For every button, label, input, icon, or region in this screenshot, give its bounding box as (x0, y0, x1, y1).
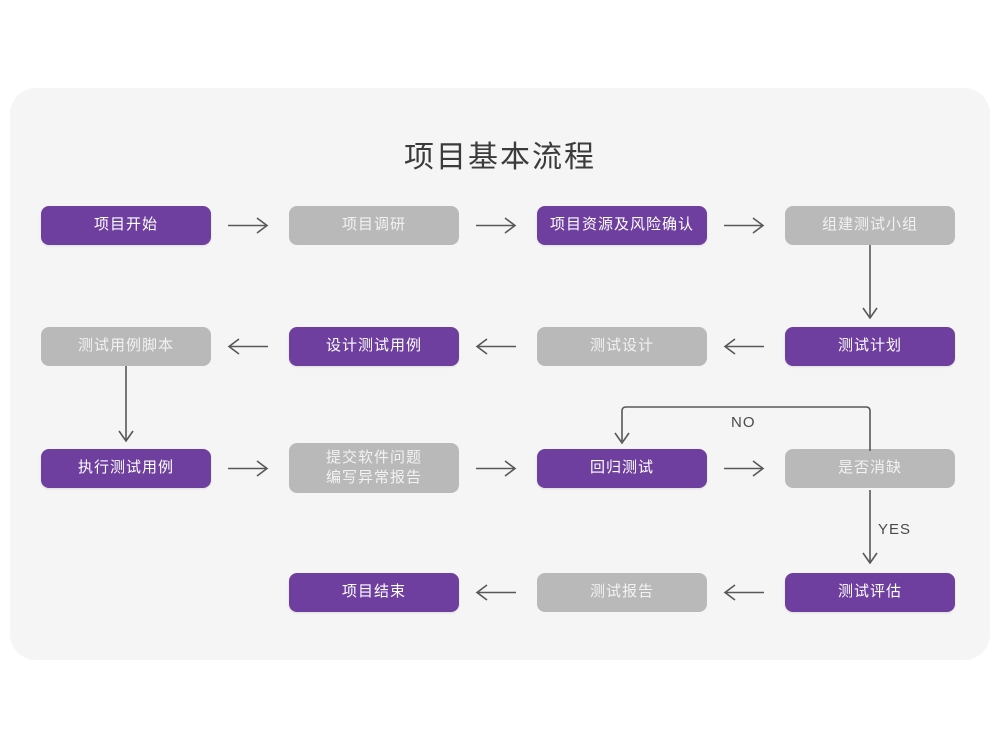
flowchart-card (10, 88, 990, 660)
page-title: 项目基本流程 (404, 141, 596, 174)
node-project-end[interactable]: 项目结束 (289, 573, 459, 612)
node-resource-risk-confirm[interactable]: 项目资源及风险确认 (537, 206, 707, 245)
node-project-start[interactable]: 项目开始 (41, 206, 211, 245)
node-test-case-script[interactable]: 测试用例脚本 (41, 327, 211, 366)
node-form-test-team[interactable]: 组建测试小组 (785, 206, 955, 245)
node-test-design[interactable]: 测试设计 (537, 327, 707, 366)
node-design-test-case[interactable]: 设计测试用例 (289, 327, 459, 366)
node-test-plan[interactable]: 测试计划 (785, 327, 955, 366)
edge-label-yes: YES (878, 521, 912, 538)
node-test-evaluation[interactable]: 测试评估 (785, 573, 955, 612)
node-regression-test[interactable]: 回归测试 (537, 449, 707, 488)
edge-label-no: NO (731, 414, 756, 431)
node-test-report[interactable]: 测试报告 (537, 573, 707, 612)
node-submit-defect-report[interactable]: 提交软件问题 编写异常报告 (289, 443, 459, 493)
node-defect-resolved-decision[interactable]: 是否消缺 (785, 449, 955, 488)
node-execute-test-case[interactable]: 执行测试用例 (41, 449, 211, 488)
node-project-research[interactable]: 项目调研 (289, 206, 459, 245)
